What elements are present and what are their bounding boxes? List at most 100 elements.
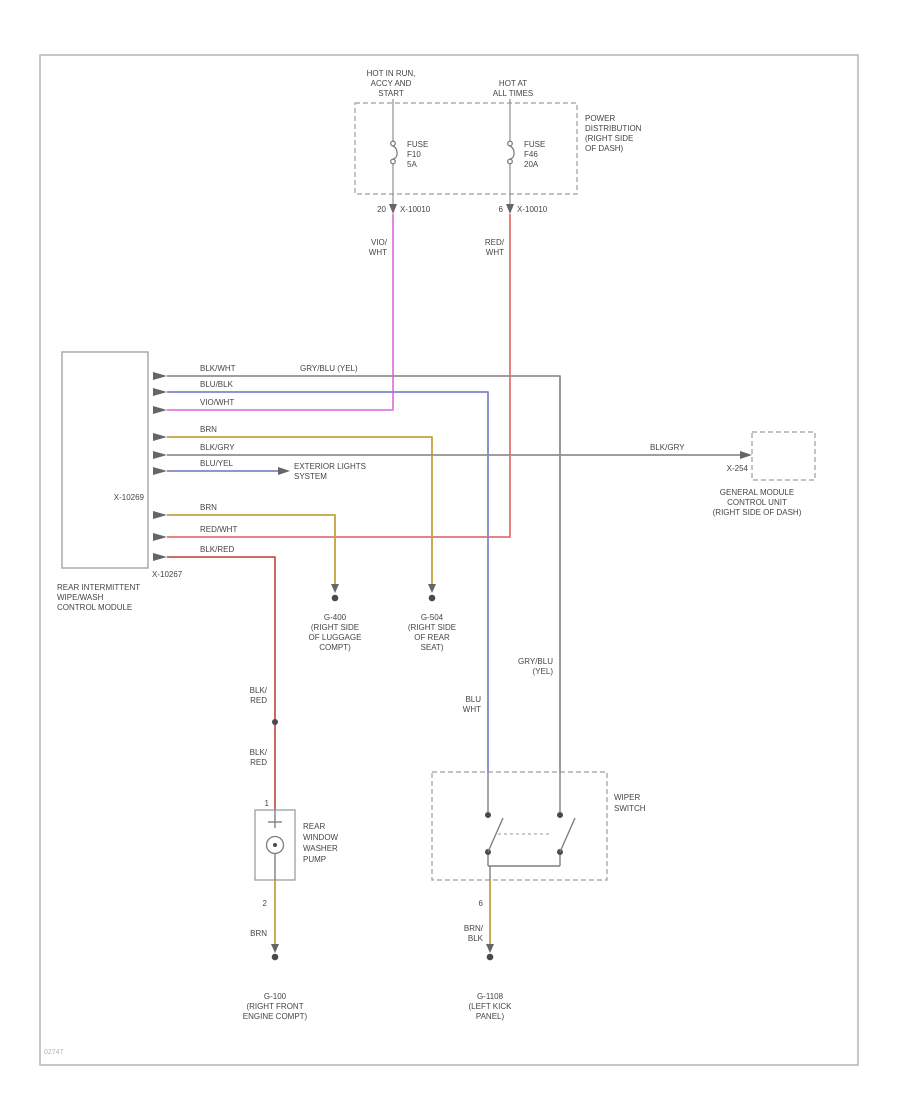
pin-number: 1 <box>265 799 270 808</box>
wire-color-label: RED <box>250 696 267 705</box>
hot-left-label: HOT IN RUN, <box>367 69 416 78</box>
arrow-right-icon <box>278 467 290 475</box>
power-distribution-section: HOT IN RUN, ACCY AND START HOT AT ALL TI… <box>354 69 642 257</box>
wire-color-label: (YEL) <box>533 667 554 676</box>
fuse-label: F46 <box>524 150 538 159</box>
ground-dot-icon <box>486 953 494 961</box>
hot-right-label: ALL TIMES <box>493 89 533 98</box>
ground-name: G-400 <box>324 613 347 622</box>
ground-arrow-icon <box>486 944 494 953</box>
wiper-switch-box <box>431 771 608 881</box>
connector-arrow-icon <box>389 204 397 214</box>
fuse-element-icon <box>509 145 515 160</box>
module-pin-icon <box>153 433 167 441</box>
wire-color-label: BLK/WHT <box>200 364 236 373</box>
hot-right-label: HOT AT <box>499 79 527 88</box>
fuse-f10: FUSE F10 5A <box>390 99 428 204</box>
exterior-lights-ref: EXTERIOR LIGHTS SYSTEM <box>278 462 366 481</box>
module-pin-icon <box>153 533 167 541</box>
footer-code: 02747 <box>44 1049 64 1056</box>
wiper-switch-label: SWITCH <box>614 804 646 813</box>
wire-brn-upper <box>167 436 433 584</box>
wiper-switch: WIPER SWITCH 6 BRN/ BLK <box>431 771 646 943</box>
splice-dot-icon <box>272 719 278 725</box>
general-module-box <box>751 431 816 481</box>
ground-location: OF LUGGAGE <box>309 633 362 642</box>
module-connector-lower: X-10267 <box>152 570 183 579</box>
fuse-f46: FUSE F46 20A <box>507 99 545 204</box>
control-module-box <box>61 351 149 569</box>
connector-name: X-10010 <box>400 205 431 214</box>
module-pin-icon <box>153 553 167 561</box>
wire-color-label: BRN <box>200 425 217 434</box>
pump-motor-dot-icon <box>273 843 277 847</box>
module-connector-upper: X-10269 <box>114 493 145 502</box>
hot-left-label: ACCY AND <box>371 79 412 88</box>
wire-color-label: BLK/ <box>250 748 268 757</box>
general-module-label: (RIGHT SIDE OF DASH) <box>713 508 802 517</box>
ground-dot-icon <box>331 594 339 602</box>
wire-color-label: BRN <box>200 503 217 512</box>
ground-dot-icon <box>428 594 436 602</box>
switch-arm-icon <box>559 817 576 853</box>
power-box-label: (RIGHT SIDE <box>585 134 633 143</box>
ground-location: (RIGHT SIDE <box>408 623 456 632</box>
wire-color-label: RED/WHT <box>200 525 237 534</box>
ground-location: COMPT) <box>319 643 351 652</box>
ground-arrow-icon <box>271 944 279 953</box>
fuse-label: 20A <box>524 160 539 169</box>
fuse-terminal-icon <box>390 158 396 165</box>
wire-color-label: BLK/ <box>250 686 268 695</box>
pump-motor-icon <box>265 835 285 855</box>
wire-color-label: GRY/BLU (YEL) <box>300 364 358 373</box>
module-name: REAR INTERMITTENT <box>57 583 140 592</box>
switch-contact-icon <box>485 812 491 818</box>
module-pin-icon <box>153 467 167 475</box>
switch-arm-icon <box>487 817 504 853</box>
fuse-terminal-icon <box>390 140 396 147</box>
module-pin-icon <box>153 406 167 414</box>
switch-contact-icon <box>557 812 563 818</box>
module-name: WIPE/WASH <box>57 593 104 602</box>
ground-location: (RIGHT SIDE <box>311 623 359 632</box>
wire-brn-lower <box>167 514 336 584</box>
pin-number: 2 <box>263 899 268 908</box>
ground-g400: G-400 (RIGHT SIDE OF LUGGAGE COMPT) <box>309 584 362 652</box>
connector-arrow-icon <box>506 204 514 214</box>
wire-color-label: RED/ <box>485 238 505 247</box>
power-box-label: POWER <box>585 114 615 123</box>
ground-location: (RIGHT FRONT <box>246 1002 303 1011</box>
connector-arrow-icon <box>740 451 752 459</box>
control-module: X-10269 X-10267 REAR INTERMITTENT WIPE/W… <box>57 351 685 612</box>
power-box-label: DISTRIBUTION <box>585 124 642 133</box>
washer-pump-label: PUMP <box>303 855 326 864</box>
ground-location: OF REAR <box>414 633 450 642</box>
wire-color-label: BLK/GRY <box>650 443 685 452</box>
ground-location: SEAT) <box>421 643 444 652</box>
module-name: CONTROL MODULE <box>57 603 132 612</box>
wire-color-label: BLU/YEL <box>200 459 233 468</box>
fuse-element-icon <box>392 145 398 160</box>
wire-vio-wht <box>167 214 394 411</box>
washer-pump-label: REAR <box>303 822 325 831</box>
power-box-label: OF DASH) <box>585 144 624 153</box>
fuse-terminal-icon <box>507 158 513 165</box>
ground-arrow-icon <box>428 584 436 593</box>
ground-arrow-icon <box>331 584 339 593</box>
module-pin-icon <box>153 388 167 396</box>
wire-color-label: GRY/BLU <box>518 657 553 666</box>
module-pin-icon <box>153 511 167 519</box>
ground-dot-icon <box>271 953 279 961</box>
washer-pump-label: WASHER <box>303 844 338 853</box>
wire-color-label: RED <box>250 758 267 767</box>
washer-pump: 1 2 REAR WINDOW WASHER PUMP BRN <box>250 799 338 938</box>
connector-name: X-10010 <box>517 205 548 214</box>
ground-name: G-504 <box>421 613 444 622</box>
module-pin-icon <box>153 372 167 380</box>
ground-name: G-100 <box>264 992 287 1001</box>
connector-name: X-254 <box>727 464 749 473</box>
ground-location: (LEFT KICK <box>469 1002 513 1011</box>
wire-color-label: VIO/ <box>371 238 388 247</box>
wire-color-label: BRN/ <box>464 924 484 933</box>
